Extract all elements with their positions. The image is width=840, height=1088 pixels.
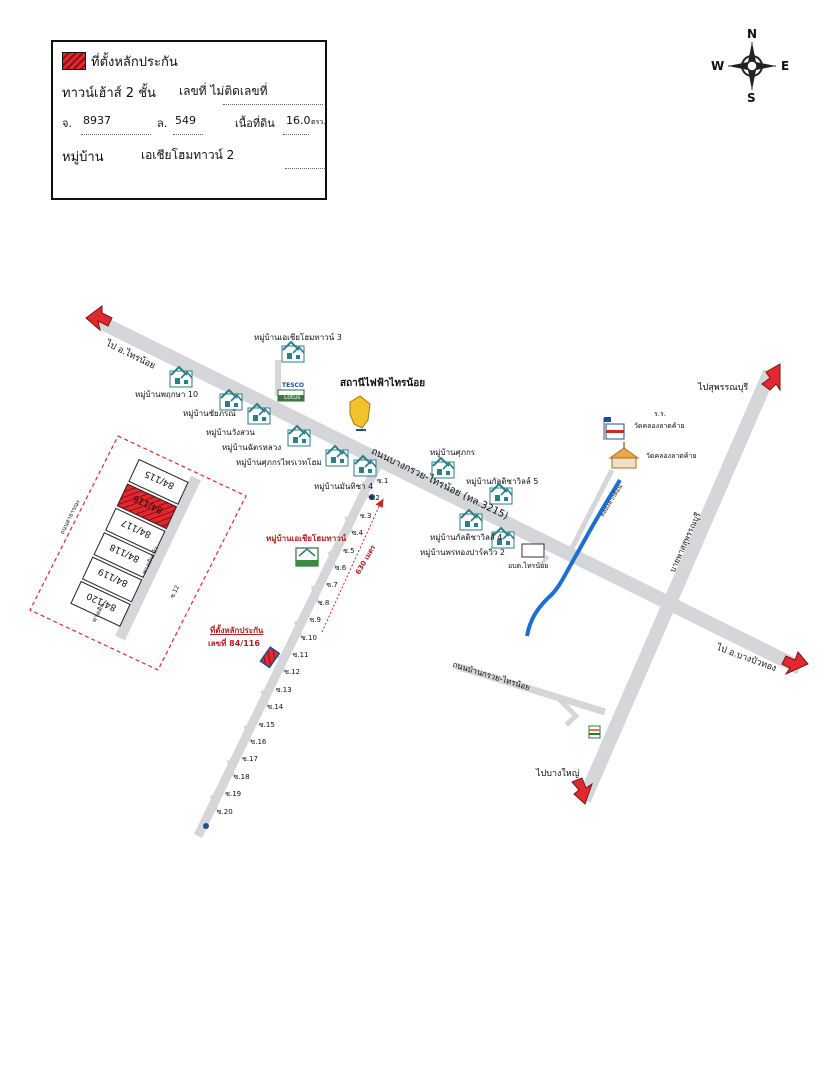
legend-area-value: 16.0	[286, 114, 311, 127]
compass-n: N	[747, 27, 758, 41]
soi-label-19: ซ.19	[225, 790, 242, 799]
soi-label-15: ซ.15	[258, 720, 275, 729]
legend-title-deed-no: 8937	[83, 114, 111, 127]
village-house-icon-0	[281, 341, 305, 363]
bypass-road	[577, 369, 777, 803]
roads	[92, 313, 804, 838]
village-house-icon-8	[489, 483, 513, 505]
unit-84-120: 84/120	[70, 580, 131, 627]
lotus-label: Lotus	[284, 394, 301, 401]
dir-to-suphan: ไปสุพรรณบุรี	[698, 383, 749, 393]
start-point	[369, 494, 375, 500]
village-label-4: หมู่บ้านฉัตรหลวง	[222, 443, 282, 452]
village-main-soi	[193, 458, 385, 838]
legend-collateral-label: ที่ตั้งหลักประกัน	[91, 55, 178, 70]
old-road	[454, 662, 607, 716]
seven-eleven-icon	[588, 725, 601, 739]
soi-label-6: ซ.6	[334, 563, 347, 572]
legend-village-name: เอเชียโฮมทาวน์ 2	[141, 148, 235, 162]
village-label-1: หมู่บ้านพฤกษา 10	[135, 390, 199, 399]
direction-arrows	[85, 305, 809, 805]
soi-label-13: ซ.13	[275, 685, 292, 694]
soi-label-9: ซ.9	[309, 616, 321, 625]
village-label-8: หมู่บ้านกัลดิชาวิลล์ 5	[466, 477, 539, 486]
soi-label-2: ซ.2	[368, 494, 380, 503]
distance-line	[321, 499, 383, 633]
village-banner-label: หมู่บ้านเอเชียโฮมทาวน์	[266, 534, 347, 543]
tesco-label: TESCO	[282, 382, 305, 389]
village-label-10: หมู่บ้านพรทองปาร์ควิว 2	[420, 548, 505, 557]
legend-land-no-prefix: ล.	[157, 117, 168, 130]
legend-land-no: 549	[175, 114, 196, 127]
temple-label: วัดคลองลาดค้าย	[646, 452, 697, 460]
arrow-ne	[761, 363, 781, 392]
main-road	[92, 313, 804, 675]
arrow-se	[781, 651, 809, 676]
soi-label-18: ซ.18	[233, 772, 250, 781]
soi-label-10: ซ.10	[301, 633, 317, 642]
tambon-office-box	[521, 543, 545, 558]
power-station-label: สถานีไฟฟ้าไทรน้อย	[340, 378, 426, 389]
village-label-5: หมู่บ้านศุภกรไพรเวทโฮม	[236, 458, 322, 467]
legend-property-type: ทาวน์เฮ้าส์ 2 ชั้น	[62, 86, 156, 101]
legend-title-deed-prefix: จ.	[62, 117, 72, 130]
compass-e: E	[781, 59, 790, 73]
compass-w: W	[711, 59, 725, 73]
soi-label-14: ซ.14	[267, 703, 284, 712]
power-station-icon	[349, 395, 371, 431]
soi-label-1: ซ.1	[376, 476, 389, 485]
unit-84-115: 84/115	[128, 458, 189, 505]
legend-area-unit: ตรว.	[311, 118, 326, 126]
legend-area-label: เนื้อที่ดิน	[235, 117, 275, 130]
soi-label-7: ซ.7	[326, 581, 338, 590]
village-label-2: หมู่บ้านชัยภรณ์	[183, 409, 236, 418]
unit-84-116: 84/116	[116, 483, 178, 530]
village-label-7: หมู่บ้านศุภกร	[430, 448, 476, 457]
village-label-6: หมู่บ้านมันทิชา 4	[314, 482, 374, 491]
village-label-3: หมู่บ้านวังสวน	[206, 428, 255, 437]
soi-label-11: ซ.11	[292, 650, 309, 659]
soi-label-16: ซ.16	[250, 738, 267, 746]
school-label: วัดคลองลาดค้าย	[634, 422, 685, 430]
soi-label-12: ซ.12	[284, 668, 301, 677]
collateral-pointer-1: ที่ตั้งหลักประกัน	[210, 626, 264, 635]
temple-icon	[608, 442, 640, 469]
village-banner-icon	[295, 547, 319, 567]
collateral-marker	[259, 646, 281, 669]
temple-road	[569, 468, 615, 550]
unit-84-119: 84/119	[81, 556, 143, 603]
legend-box: ที่ตั้งหลักประกัน ทาวน์เฮ้าส์ 2 ชั้น เลข…	[51, 40, 327, 200]
canal	[525, 478, 622, 637]
soi-label-4: ซ.4	[351, 529, 364, 538]
soi-label-20: ซ.20	[216, 807, 233, 816]
compass-icon	[728, 42, 776, 90]
tambon-office-label: อบต.ไทรน้อย	[508, 562, 549, 570]
soi-label-3: ซ.3	[360, 511, 372, 520]
collateral-swatch	[62, 52, 86, 70]
unit-84-118: 84/118	[93, 532, 154, 579]
village-label-0: หมู่บ้านเอเชียโฮมทาวน์ 3	[254, 333, 342, 342]
soi-label-17: ซ.17	[242, 755, 258, 764]
end-point	[203, 823, 209, 829]
arrow-nw	[85, 305, 113, 332]
school-icon	[603, 417, 625, 440]
soi-label-8: ซ.8	[317, 598, 330, 607]
compass-s: S	[747, 91, 756, 105]
dir-to-bang-yai: ไปบางใหญ่	[536, 769, 580, 779]
tambon-road	[538, 554, 550, 568]
soi-label-5: ซ.5	[343, 546, 355, 555]
unit-84-117: 84/117	[105, 507, 166, 554]
village-label-9: หมู่บ้านกัลดิชาวิลล์ 4	[430, 533, 503, 542]
legend-house-no: เลขที่ ไม่ติดเลขที่	[179, 84, 268, 98]
collateral-pointer-2: เลขที่ 84/116	[208, 639, 260, 648]
school-code: ร.ร.	[654, 410, 666, 418]
legend-village-label: หมู่บ้าน	[62, 150, 104, 165]
arrow-sw	[571, 777, 593, 805]
old-road-bend	[558, 698, 580, 727]
